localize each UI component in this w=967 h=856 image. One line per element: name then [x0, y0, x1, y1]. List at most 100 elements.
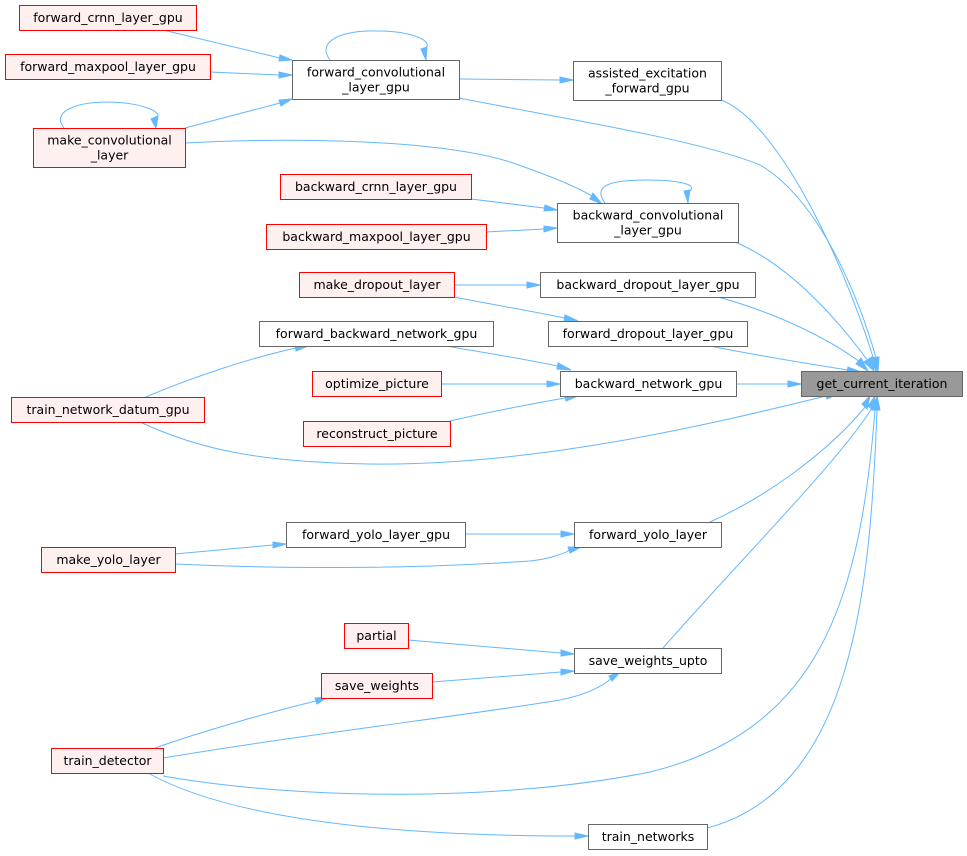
edge-train_detector-to-get_current_iteration [162, 395, 879, 795]
edge-line [407, 639, 562, 654]
edge-line [325, 30, 428, 61]
node-forward_convolutional_layer_gpu[interactable]: forward_convolutional_layer_gpu [292, 60, 460, 100]
edge-line [717, 296, 861, 363]
edge-line [147, 772, 576, 837]
node-get_current_iteration: get_current_iteration [801, 371, 963, 397]
arrowhead-icon [863, 356, 875, 373]
node-label: _layer [90, 148, 129, 163]
edge-line [709, 345, 849, 371]
node-label: forward_backward_network_gpu [276, 326, 478, 341]
edge-line [174, 544, 274, 555]
node-train_detector[interactable]: train_detector [51, 748, 164, 774]
arrowhead-icon [556, 362, 572, 371]
arrowhead-icon [420, 46, 428, 61]
node-box [292, 60, 460, 100]
edge-line [449, 397, 566, 422]
node-label: make_yolo_layer [56, 552, 161, 567]
edge-line [485, 228, 545, 233]
edge-line [162, 29, 281, 59]
edge-backward_crnn_layer_gpu-to-backward_convolutional_layer_gpu [470, 198, 558, 212]
node-label: backward_convolutional [573, 208, 724, 223]
node-save_weights_upto[interactable]: save_weights_upto [574, 648, 722, 674]
arrowhead-icon [683, 189, 691, 204]
node-box [286, 522, 466, 548]
arrowhead-icon [543, 225, 558, 233]
edge-line [600, 179, 693, 204]
edge-line [458, 97, 877, 359]
edge-line [139, 395, 827, 465]
edge-line [706, 409, 878, 829]
arrowhead-icon [150, 115, 159, 130]
node-optimize_picture[interactable]: optimize_picture [312, 371, 442, 397]
node-label: _layer_gpu [613, 223, 682, 238]
edge-line [145, 347, 297, 398]
node-label: backward_network_gpu [575, 376, 723, 391]
edge-make_yolo_layer-to-forward_yolo_layer_gpu [174, 541, 287, 555]
node-train_network_datum_gpu[interactable]: train_network_datum_gpu [11, 397, 205, 423]
node-label: train_detector [63, 753, 152, 768]
node-backward_maxpool_layer_gpu[interactable]: backward_maxpool_layer_gpu [266, 224, 487, 250]
node-box [303, 421, 451, 447]
call-graph-edges [60, 29, 881, 840]
node-label: partial [356, 628, 396, 643]
arrowhead-icon [546, 380, 561, 388]
node-box [51, 748, 164, 774]
edge-line [174, 549, 571, 569]
node-label: forward_crnn_layer_gpu [33, 10, 182, 25]
node-forward_crnn_layer_gpu[interactable]: forward_crnn_layer_gpu [19, 5, 197, 31]
node-box [588, 824, 708, 850]
node-box [280, 174, 472, 200]
node-label: reconstruct_picture [316, 426, 437, 441]
node-box [574, 522, 722, 548]
node-box [560, 371, 737, 397]
node-box [11, 397, 205, 423]
node-label: make_dropout_layer [313, 277, 441, 292]
node-box [33, 128, 186, 168]
edge-save_weights-to-save_weights_upto [431, 668, 575, 683]
edge-forward_yolo_layer_gpu-to-forward_yolo_layer [465, 530, 575, 538]
node-label: get_current_iteration [817, 376, 948, 391]
node-make_yolo_layer[interactable]: make_yolo_layer [41, 547, 176, 573]
node-label: backward_maxpool_layer_gpu [282, 229, 470, 244]
node-partial[interactable]: partial [344, 623, 409, 649]
node-forward_dropout_layer_gpu[interactable]: forward_dropout_layer_gpu [548, 321, 748, 347]
node-forward_yolo_layer_gpu[interactable]: forward_yolo_layer_gpu [286, 522, 466, 548]
node-backward_convolutional_layer_gpu[interactable]: backward_convolutional_layer_gpu [557, 203, 739, 243]
edge-reconstruct_picture-to-backward_network_gpu [449, 394, 579, 422]
node-reconstruct_picture[interactable]: reconstruct_picture [303, 421, 451, 447]
edge-line [445, 345, 558, 367]
arrowhead-icon [861, 394, 871, 410]
node-box [299, 272, 455, 298]
edge-backward_convolutional_layer_gpu-to-get_current_iteration [734, 241, 875, 373]
node-backward_crnn_layer_gpu[interactable]: backward_crnn_layer_gpu [280, 174, 472, 200]
edge-backward_convolutional_layer_gpu-to-backward_convolutional_layer_gpu [600, 179, 693, 204]
edge-line [60, 101, 159, 129]
node-label: _layer_gpu [341, 80, 410, 95]
node-backward_network_gpu[interactable]: backward_network_gpu [560, 371, 737, 397]
node-assisted_excitation_forward_gpu[interactable]: assisted_excitation_forward_gpu [573, 61, 722, 101]
node-train_networks[interactable]: train_networks [588, 824, 708, 850]
edge-make_convolutional_layer-to-backward_convolutional_layer_gpu [184, 139, 603, 205]
edge-train_network_datum_gpu-to-forward_backward_network_gpu [145, 344, 309, 398]
node-backward_dropout_layer_gpu[interactable]: backward_dropout_layer_gpu [540, 272, 756, 298]
arrowhead-icon [871, 395, 879, 411]
node-label: backward_crnn_layer_gpu [295, 179, 457, 194]
edge-forward_convolutional_layer_gpu-to-assisted_excitation_forward_gpu [458, 76, 574, 84]
edge-line [662, 407, 873, 649]
node-forward_yolo_layer[interactable]: forward_yolo_layer [574, 522, 722, 548]
node-forward_maxpool_layer_gpu[interactable]: forward_maxpool_layer_gpu [5, 54, 211, 80]
node-label: _forward_gpu [604, 81, 689, 96]
node-make_dropout_layer[interactable]: make_dropout_layer [299, 272, 455, 298]
node-make_convolutional_layer[interactable]: make_convolutional_layer [33, 128, 186, 168]
arrowhead-icon [543, 204, 558, 212]
node-box [548, 321, 748, 347]
arrowhead-icon [563, 314, 579, 322]
edge-partial-to-save_weights_upto [407, 639, 575, 657]
node-box [266, 224, 487, 250]
node-label: forward_yolo_layer [589, 527, 708, 542]
edge-make_dropout_layer-to-forward_dropout_layer_gpu [453, 296, 579, 322]
node-forward_backward_network_gpu[interactable]: forward_backward_network_gpu [259, 321, 494, 347]
edge-line [470, 198, 545, 209]
node-save_weights[interactable]: save_weights [321, 673, 433, 699]
